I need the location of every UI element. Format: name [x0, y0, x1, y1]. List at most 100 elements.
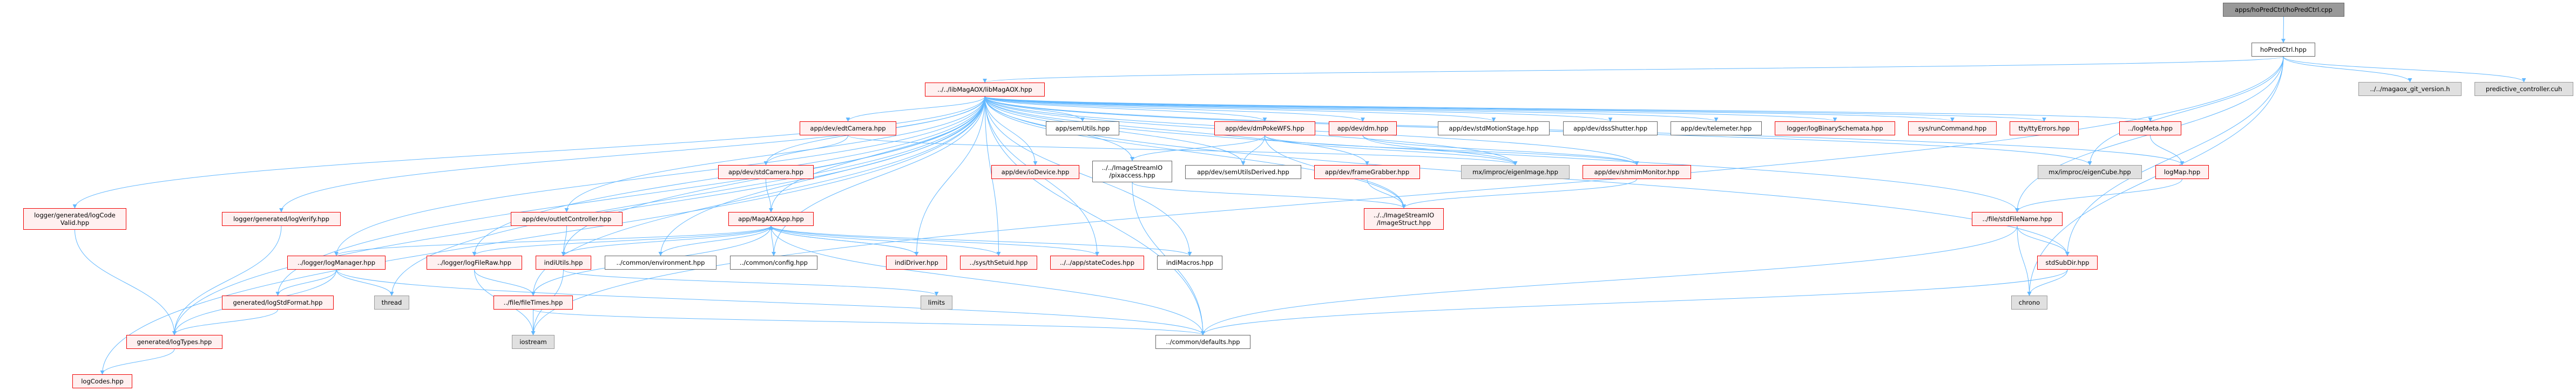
node-state-codes[interactable]: ../../app/stateCodes.hpp: [1050, 256, 1144, 270]
edge-MagAOXApp-to-environment: [658, 225, 772, 256]
edge-MagAOXApp-to-thSetuid: [770, 225, 1001, 256]
edge-libMagAOX-to-indiMacros: [984, 96, 1192, 256]
edge-logMeta-to-logMap: [2150, 135, 2185, 166]
edge-logFileRaw-to-fileTimes: [474, 269, 536, 296]
edge-logCodeValid-to-logTypes: [75, 229, 177, 335]
edge-logStdFormat-to-logTypes: [172, 309, 278, 335]
edge-frameGrabber-to-ImageStruct: [1367, 179, 1406, 209]
node-eigen-image: mx/improc/eigenImage.hpp: [1461, 165, 1570, 179]
node-magaox-app[interactable]: app/MagAOXApp.hpp: [728, 212, 814, 226]
edge-MagAOXApp-to-config: [770, 225, 776, 256]
node-indi-utils[interactable]: indiUtils.hpp: [536, 256, 591, 270]
edge-dmPokeWFS-to-semUtilsDerived: [1241, 135, 1265, 166]
node-indi-driver[interactable]: indiDriver.hpp: [886, 256, 947, 270]
edge-logTypes-to-logCodes: [100, 348, 175, 375]
edge-libMagAOX-to-ttyErrors: [984, 96, 2046, 122]
node-image-struct[interactable]: ../../ImageStreamIO /ImageStruct.hpp: [1364, 208, 1444, 230]
node-log-binary-schemata[interactable]: logger/logBinarySchemata.hpp: [1775, 121, 1895, 135]
node-config[interactable]: ../common/config.hpp: [730, 256, 817, 270]
node-log-file-raw[interactable]: ../logger/logFileRaw.hpp: [427, 256, 522, 270]
node-log-types[interactable]: generated/logTypes.hpp: [126, 335, 222, 349]
node-thread: thread: [374, 296, 409, 310]
edge-MagAOXApp-to-logManager: [334, 225, 772, 256]
edge-libMagAOX-to-logManager: [334, 96, 985, 256]
node-outlet-controller[interactable]: app/dev/outletController.hpp: [511, 212, 623, 226]
node-log-code-valid[interactable]: logger/generated/logCode Valid.hpp: [23, 208, 126, 230]
node-defaults[interactable]: ../common/defaults.hpp: [1155, 335, 1250, 349]
node-git-version: ../../magaox_git_version.h: [2358, 82, 2462, 96]
edge-libMagAOX-to-logCodes: [100, 96, 985, 375]
edge-libMagAOX-to-environment: [658, 96, 985, 256]
edge-MagAOXApp-to-logFileRaw: [472, 225, 772, 256]
edge-dm-to-shmimMonitor: [1362, 135, 1639, 166]
edge-libMagAOX-to-ioDevice: [984, 96, 1038, 166]
node-log-verify[interactable]: logger/generated/logVerify.hpp: [222, 212, 341, 226]
edge-libMagAOX-to-logCodeValid: [72, 96, 985, 209]
node-pixaccess[interactable]: ../../ImageStreamIO /pixaccess.hpp: [1092, 161, 1172, 182]
edge-MagAOXApp-to-indiMacros: [770, 225, 1192, 256]
edge-libMagAOX-to-config: [772, 96, 985, 256]
node-root-file[interactable]: apps/hoPredCtrl/hoPredCtrl.cpp: [2223, 3, 2344, 17]
node-file-times[interactable]: ../file/fileTimes.hpp: [493, 296, 573, 310]
node-dm-poke-wfs[interactable]: app/dev/dmPokeWFS.hpp: [1214, 121, 1315, 135]
node-sem-utils-derived[interactable]: app/dev/semUtilsDerived.hpp: [1185, 165, 1301, 179]
node-th-setuid[interactable]: ../sys/thSetuid.hpp: [960, 256, 1037, 270]
edge-libMagAOX-to-edtCamera: [846, 96, 985, 122]
edge-hoPredCtrl-to-gitver: [2283, 56, 2412, 83]
edge-stdFileName-to-chrono: [2017, 225, 2032, 296]
node-shmim-monitor[interactable]: app/dev/shmimMonitor.hpp: [1583, 165, 1691, 179]
node-run-command[interactable]: sys/runCommand.hpp: [1908, 121, 1997, 135]
edge-logManager-to-defaults: [336, 269, 1205, 335]
node-edt-camera[interactable]: app/dev/edtCamera.hpp: [800, 121, 896, 135]
node-environment[interactable]: ../common/environment.hpp: [605, 256, 716, 270]
node-std-motion-stage[interactable]: app/dev/stdMotionStage.hpp: [1438, 121, 1550, 135]
edge-stdFileName-to-defaults: [1201, 225, 2018, 335]
node-dm[interactable]: app/dev/dm.hpp: [1329, 121, 1397, 135]
edge-libMagAOX-to-telemeter: [984, 96, 1719, 122]
edge-dm-to-eigenImage: [1362, 135, 1518, 166]
edge-stdFileName-to-stdSubDir: [2017, 225, 2070, 256]
edge-stdCamera-to-MagAOXApp: [766, 179, 773, 212]
edge-shmimMonitor-to-ImageStruct: [1402, 179, 1637, 209]
node-iostream: iostream: [512, 335, 555, 349]
node-log-meta[interactable]: ../logMeta.hpp: [2119, 121, 2181, 135]
edge-pixaccess-to-ImageStruct: [1132, 182, 1406, 209]
edge-logManager-to-thread: [336, 269, 394, 296]
edge-libMagAOX-to-dssShutter: [984, 96, 1613, 122]
edge-hoPredCtrl-to-stdSubDir: [2065, 56, 2284, 256]
edge-libMagAOX-to-outletController: [564, 96, 985, 212]
edge-libMagAOX-to-dmPokeWFS: [984, 96, 1267, 122]
edge-libMagAOX-to-frameGrabber: [984, 96, 1369, 166]
edge-fileTimes-to-defaults: [533, 309, 1205, 335]
node-hopredctrl[interactable]: hoPredCtrl.hpp: [2252, 43, 2315, 57]
node-chrono: chrono: [2011, 296, 2047, 310]
node-log-std-format[interactable]: generated/logStdFormat.hpp: [222, 296, 334, 310]
node-telemeter[interactable]: app/dev/telemeter.hpp: [1671, 121, 1762, 135]
edge-libMagAOX-to-semUtils: [984, 96, 1085, 122]
node-std-sub-dir[interactable]: stdSubDir.hpp: [2037, 256, 2098, 270]
node-std-camera[interactable]: app/dev/stdCamera.hpp: [718, 165, 814, 179]
node-std-file-name[interactable]: ../file/stdFileName.hpp: [1972, 212, 2063, 226]
edge-dmPokeWFS-to-pixaccess: [1130, 135, 1265, 161]
node-indi-macros[interactable]: indiMacros.hpp: [1157, 256, 1222, 270]
edge-dmPokeWFS-to-shmimMonitor: [1265, 135, 1639, 166]
edge-libMagAOX-to-indiDriver: [914, 96, 985, 256]
node-dss-shutter[interactable]: app/dev/dssShutter.hpp: [1563, 121, 1658, 135]
node-log-manager[interactable]: ../logger/logManager.hpp: [287, 256, 386, 270]
node-tty-errors[interactable]: tty/ttyErrors.hpp: [2010, 121, 2079, 135]
node-frame-grabber[interactable]: app/dev/frameGrabber.hpp: [1314, 165, 1420, 179]
edge-libMagAOX-to-stdMotionStage: [984, 96, 1496, 122]
edge-libMagAOX-to-defaults: [984, 96, 1205, 335]
edge-logManager-to-logStdFormat: [275, 269, 337, 296]
node-libmagaox[interactable]: ../../libMagAOX/libMagAOX.hpp: [925, 83, 1045, 97]
edge-libMagAOX-to-stdFileName: [984, 96, 2019, 212]
node-log-codes[interactable]: logCodes.hpp: [72, 374, 132, 388]
node-io-device[interactable]: app/dev/ioDevice.hpp: [991, 165, 1079, 179]
edge-stdSubDir-to-defaults: [1201, 269, 2068, 335]
edge-indiDriver-to-MagAOXApp: [769, 225, 917, 256]
node-log-map[interactable]: logMap.hpp: [2155, 165, 2209, 179]
edge-logMap-to-stdFileName: [2015, 179, 2182, 212]
node-sem-utils[interactable]: app/semUtils.hpp: [1046, 121, 1119, 135]
